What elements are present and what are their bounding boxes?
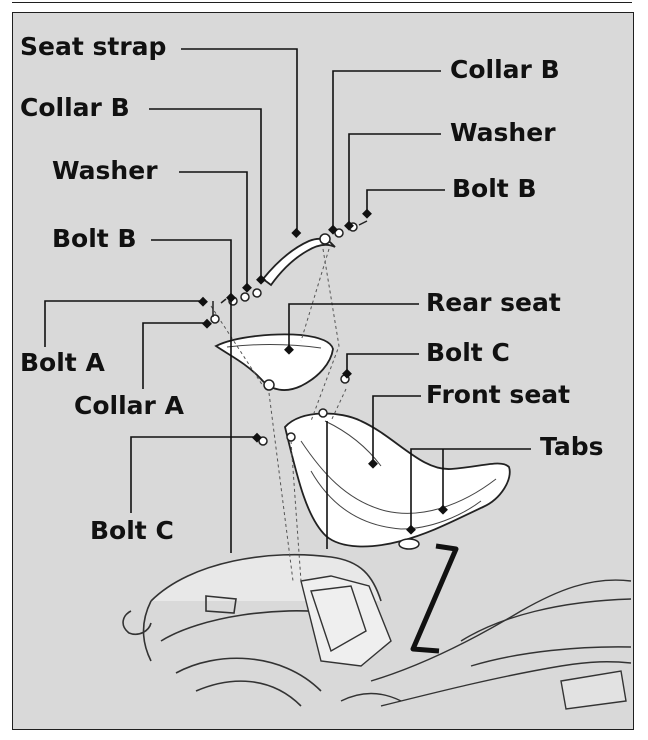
- label-bolt-b-left: Bolt B: [52, 224, 137, 253]
- label-front-seat: Front seat: [426, 380, 571, 409]
- leader-lines: [44, 48, 531, 553]
- label-collar-b-left: Collar B: [20, 93, 130, 122]
- label-rear-seat: Rear seat: [426, 288, 561, 317]
- hardware-parts: [210, 220, 420, 550]
- label-washer-right: Washer: [450, 118, 556, 147]
- guide-lines: [210, 248, 347, 582]
- label-tabs: Tabs: [540, 432, 604, 461]
- top-rule: [12, 2, 632, 3]
- front-seat-shape: [284, 412, 511, 548]
- label-bolt-a: Bolt A: [20, 348, 105, 377]
- seat-assembly-diagram: [44, 48, 632, 710]
- motorcycle-frame: [300, 575, 632, 710]
- rear-seat-shape: [214, 333, 334, 391]
- label-collar-a: Collar A: [74, 391, 184, 420]
- seat-strap-shape: [261, 237, 336, 287]
- diagram-frame: [12, 12, 634, 730]
- label-washer-left: Washer: [52, 156, 158, 185]
- label-bolt-c-left: Bolt C: [90, 516, 174, 545]
- label-bolt-b-right: Bolt B: [452, 174, 537, 203]
- tab-bracket: [410, 543, 459, 654]
- label-bolt-c-right: Bolt C: [426, 338, 510, 367]
- label-seat-strap: Seat strap: [20, 32, 167, 61]
- label-collar-b-right: Collar B: [450, 55, 560, 84]
